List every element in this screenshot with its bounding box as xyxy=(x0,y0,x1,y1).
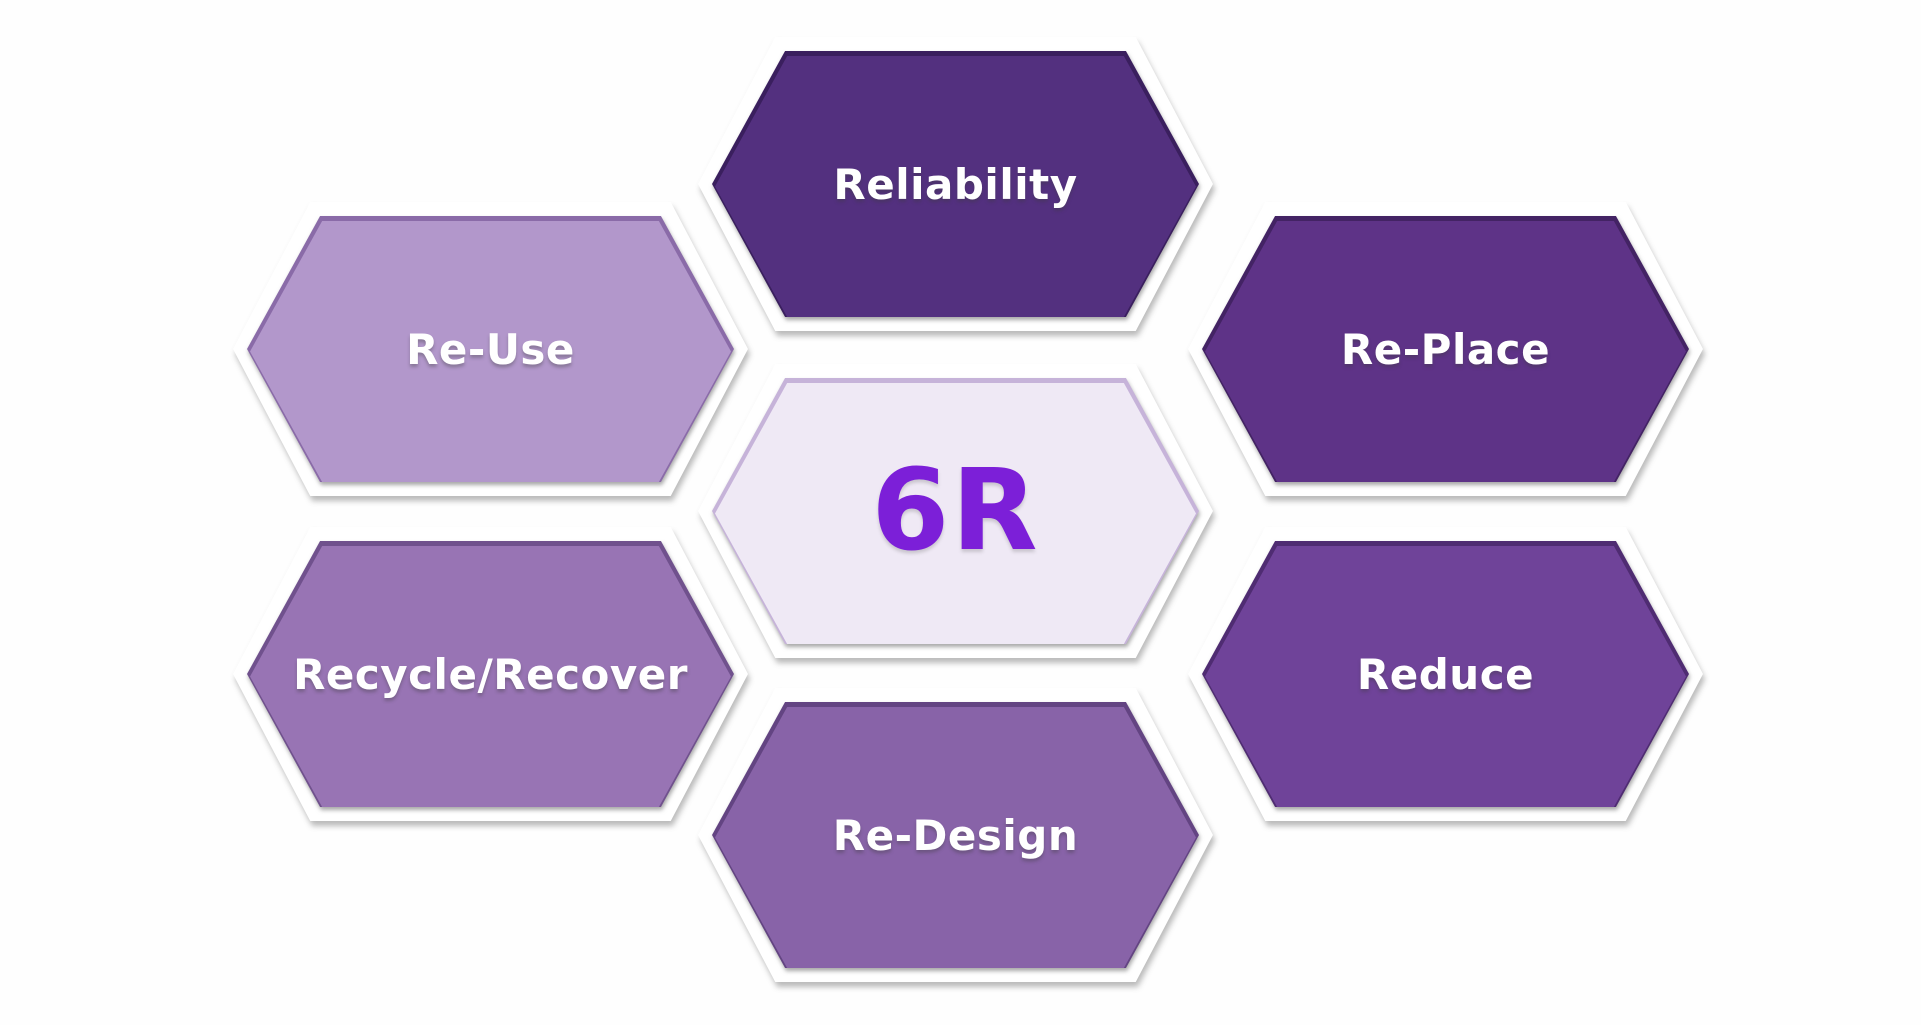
hexagon-re-place: Re-Place xyxy=(1188,202,1703,496)
hexagon-reliability: Reliability xyxy=(698,37,1213,331)
hexagon-fill xyxy=(715,383,1196,644)
hexagon-reduce: Reduce xyxy=(1188,527,1703,821)
hexagon-label-recycle-recover: Recycle/Recover xyxy=(293,649,688,699)
hexagon-fill xyxy=(250,546,731,807)
hexagon-fill xyxy=(1205,221,1686,482)
hexagon-fill xyxy=(715,707,1196,968)
hexagon-fill xyxy=(1205,546,1686,807)
hexagon-label-reliability: Reliability xyxy=(833,159,1078,209)
hexagon-fill xyxy=(715,56,1196,317)
hexagon-center-6r: 6R xyxy=(698,364,1213,658)
hexagon-label-6r: 6R xyxy=(871,446,1040,576)
hexagon-re-design: Re-Design xyxy=(698,688,1213,982)
hexagon-recycle-recover: Recycle/Recover xyxy=(233,527,748,821)
hexagon-label-re-use: Re-Use xyxy=(406,324,575,374)
hexagon-fill xyxy=(250,221,731,482)
hexagon-label-reduce: Reduce xyxy=(1356,649,1535,699)
hexagon-re-use: Re-Use xyxy=(233,202,748,496)
hexagon-label-re-place: Re-Place xyxy=(1340,324,1551,374)
hexagon-label-re-design: Re-Design xyxy=(832,810,1079,860)
